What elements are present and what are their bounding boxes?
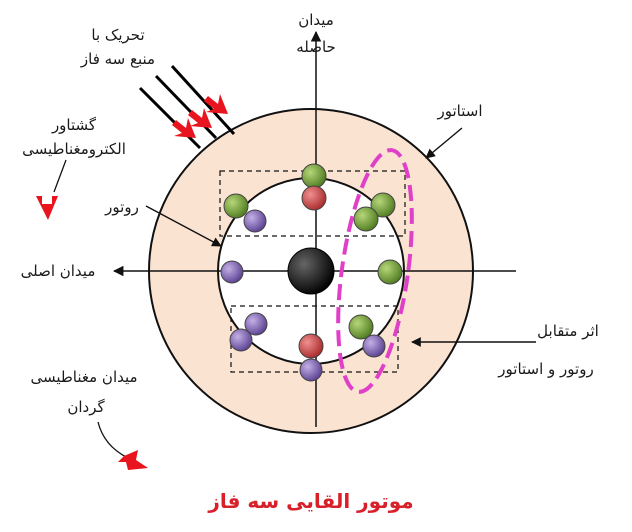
air-gap-field-label-line2: حاصله — [296, 38, 336, 56]
main-field-label: میدان اصلی — [21, 262, 96, 280]
coil-red — [298, 333, 324, 359]
stator-pointer — [425, 127, 463, 159]
three-phase-supply — [138, 64, 236, 150]
coils — [220, 163, 403, 382]
interaction-highlight — [336, 148, 414, 394]
three-phase-label-line2: منبع سه فاز — [80, 50, 155, 68]
rotating-field-label-line1: میدان مغناطیسی — [30, 368, 137, 386]
air-gap-field-label-line1: میدان — [298, 11, 334, 29]
rotor-shaft — [287, 247, 335, 295]
interaction-label-line1: اثر متقابل — [537, 322, 599, 340]
coil-green — [370, 192, 396, 218]
interaction-label-line2: روتور و استاتور — [497, 360, 593, 378]
diagram-title: موتور القایی سه فاز — [207, 489, 413, 513]
stator-label: استاتور — [437, 102, 483, 120]
red-arrow-icon — [204, 94, 228, 114]
coil-purple — [229, 328, 253, 352]
rotating-field-arrow-icon — [97, 421, 148, 470]
red-arrow-icon — [188, 108, 212, 128]
rotating-field-label-line2: گردان — [67, 398, 105, 416]
em-torque-label-line1: گشتاور — [51, 116, 97, 134]
three-phase-label-line1: تحریک با — [91, 26, 144, 44]
coil-green — [377, 259, 403, 285]
coil-purple — [243, 209, 267, 233]
rotor-pointer — [145, 205, 222, 247]
torque-arrow-icon — [36, 159, 67, 220]
coil-green — [348, 314, 374, 340]
coil-purple — [244, 312, 268, 336]
coil-green — [223, 193, 249, 219]
coil-purple — [362, 334, 386, 358]
em-torque-label-line2: الکترومغناطیسی — [22, 140, 126, 158]
coil-green — [353, 206, 379, 232]
coil-red — [301, 185, 327, 211]
coil-purple — [220, 260, 244, 284]
rotor-label: روتور — [104, 198, 139, 216]
coil-green — [301, 163, 327, 189]
red-arrow-icon — [172, 118, 196, 138]
coil-purple — [299, 358, 323, 382]
